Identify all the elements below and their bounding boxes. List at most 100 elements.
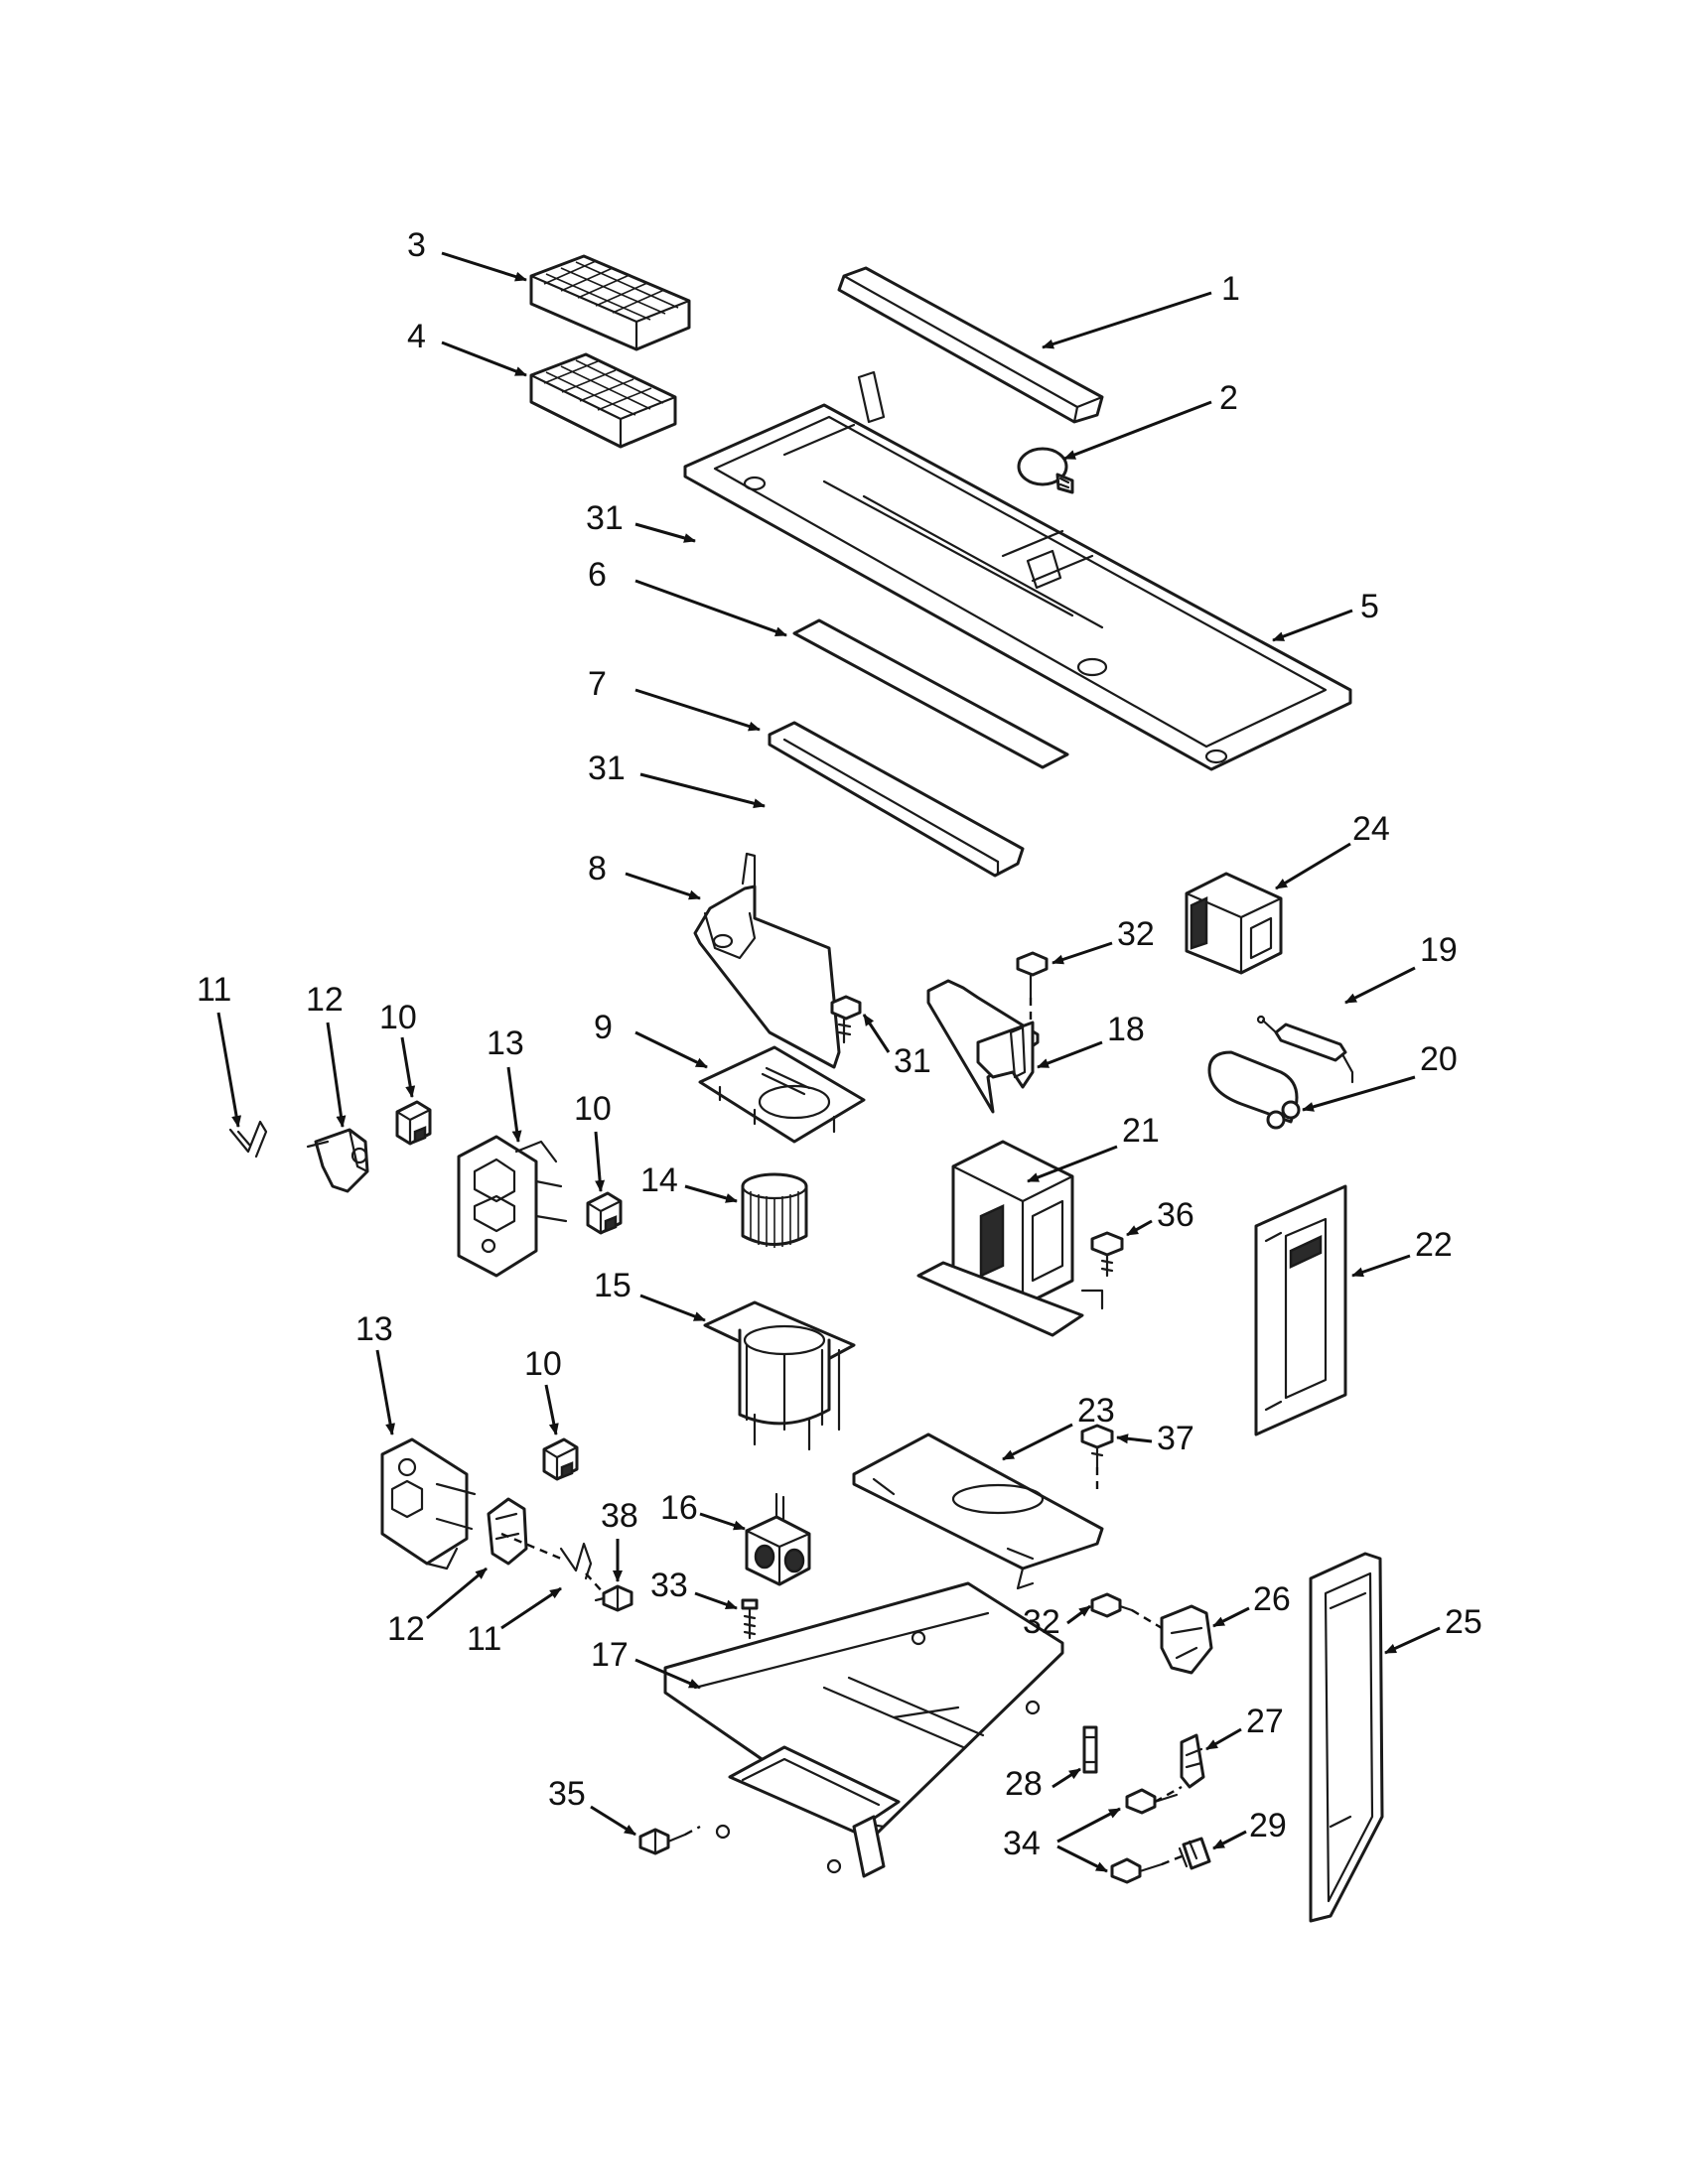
leader-37 — [1116, 1433, 1153, 1444]
switch-bracket-upper — [457, 1135, 568, 1278]
screw-31-right — [830, 995, 862, 1044]
leader-11a — [216, 1012, 242, 1128]
light-bulb — [1017, 447, 1074, 494]
leader-2 — [1063, 400, 1212, 461]
assembly-line-screw-34 — [1154, 1785, 1183, 1804]
leader-29 — [1212, 1830, 1247, 1850]
leader-20 — [1302, 1075, 1416, 1112]
callout-10-upper-right: 10 — [574, 1090, 612, 1128]
callout-13-lower: 13 — [355, 1310, 393, 1348]
screw-32-upper — [1016, 951, 1049, 1000]
switch-lower — [542, 1437, 579, 1481]
callout-15: 15 — [594, 1267, 632, 1304]
leader-23 — [1002, 1423, 1073, 1461]
leader-12a — [326, 1022, 347, 1128]
spring-lower — [559, 1542, 593, 1580]
high-voltage-transformer — [916, 1140, 1104, 1337]
fuse-28 — [1082, 1725, 1098, 1774]
assembly-line-screw-35 — [684, 1825, 701, 1837]
clamp-29 — [1178, 1837, 1211, 1870]
leader-34a — [1056, 1807, 1121, 1843]
callout-16: 16 — [660, 1489, 698, 1527]
leader-26 — [1212, 1606, 1250, 1628]
screw-33 — [741, 1598, 759, 1640]
air-duct — [693, 852, 841, 1069]
leader-11b — [500, 1586, 562, 1630]
fan-motor — [745, 1492, 811, 1586]
callout-21: 21 — [1122, 1112, 1160, 1150]
callout-1: 1 — [1221, 270, 1240, 308]
callout-32-lower: 32 — [1023, 1603, 1060, 1641]
leader-25 — [1384, 1626, 1441, 1655]
leader-7 — [634, 688, 761, 732]
callout-34: 34 — [1003, 1825, 1041, 1862]
gasket-sheet — [792, 618, 1069, 769]
callout-10-lower: 10 — [524, 1345, 562, 1383]
leader-27 — [1205, 1727, 1242, 1751]
leader-35 — [590, 1805, 636, 1837]
callout-19: 19 — [1420, 931, 1458, 969]
leader-3 — [441, 251, 527, 282]
callout-12-upper: 12 — [306, 981, 344, 1019]
callout-13-upper: 13 — [487, 1024, 524, 1062]
leader-15 — [639, 1294, 706, 1322]
screw-36 — [1090, 1231, 1124, 1278]
assembly-line-spring — [585, 1572, 605, 1594]
callout-8: 8 — [588, 850, 607, 887]
callout-2: 2 — [1219, 379, 1238, 417]
callout-32-upper: 32 — [1117, 915, 1155, 953]
screw-34-lower — [1110, 1857, 1164, 1884]
callout-20: 20 — [1420, 1040, 1458, 1078]
leader-31c — [862, 1014, 891, 1053]
transformer-24 — [1185, 872, 1283, 975]
leader-31a — [634, 522, 696, 543]
leader-36 — [1126, 1219, 1153, 1237]
bracket-26 — [1160, 1604, 1213, 1675]
leader-9 — [634, 1030, 708, 1069]
callout-28: 28 — [1005, 1765, 1043, 1803]
fan-housing — [703, 1300, 856, 1451]
callout-4: 4 — [407, 318, 426, 355]
switch-upper-right — [586, 1191, 623, 1235]
thermal-fuse — [1256, 1015, 1354, 1084]
base-pan — [663, 1581, 1064, 1878]
support-plate — [852, 1433, 1104, 1590]
leader-10b — [594, 1131, 606, 1192]
leader-13a — [506, 1066, 522, 1143]
callout-9: 9 — [594, 1009, 613, 1046]
callout-31-top: 31 — [586, 499, 624, 537]
assembly-line-latch — [500, 1532, 562, 1561]
leader-4 — [441, 341, 527, 377]
leader-33 — [694, 1591, 738, 1610]
callout-37: 37 — [1157, 1420, 1194, 1457]
assembly-line-screw-32 — [1131, 1608, 1163, 1630]
leader-10a — [400, 1036, 416, 1098]
callout-14: 14 — [640, 1161, 678, 1199]
callout-31-right: 31 — [894, 1042, 931, 1080]
latch-lower — [487, 1497, 528, 1566]
callout-6: 6 — [588, 556, 607, 594]
callout-31-mid: 31 — [588, 750, 626, 787]
switch-upper-left — [395, 1100, 432, 1146]
leader-1 — [1042, 291, 1212, 349]
callout-10-upper-left: 10 — [379, 999, 417, 1036]
callout-26: 26 — [1253, 1580, 1291, 1618]
side-panel-window — [1254, 1184, 1347, 1436]
callout-18: 18 — [1107, 1011, 1145, 1048]
switch-bracket-lower — [380, 1437, 477, 1570]
latch-upper — [306, 1128, 369, 1193]
bottom-vent-plate — [683, 370, 1352, 771]
callout-24: 24 — [1352, 810, 1390, 848]
callout-11-lower: 11 — [467, 1620, 501, 1658]
callout-23: 23 — [1077, 1392, 1115, 1430]
capacitor — [1207, 1050, 1301, 1130]
leader-22 — [1351, 1254, 1411, 1278]
leader-34b — [1056, 1844, 1108, 1873]
light-lens-strip — [837, 266, 1104, 424]
assembly-line-clamp-29 — [1161, 1854, 1183, 1866]
fan-cover-plate — [698, 1045, 866, 1144]
callout-7: 7 — [588, 665, 607, 703]
grease-filter-lower — [529, 352, 677, 449]
screw-38 — [594, 1584, 633, 1612]
